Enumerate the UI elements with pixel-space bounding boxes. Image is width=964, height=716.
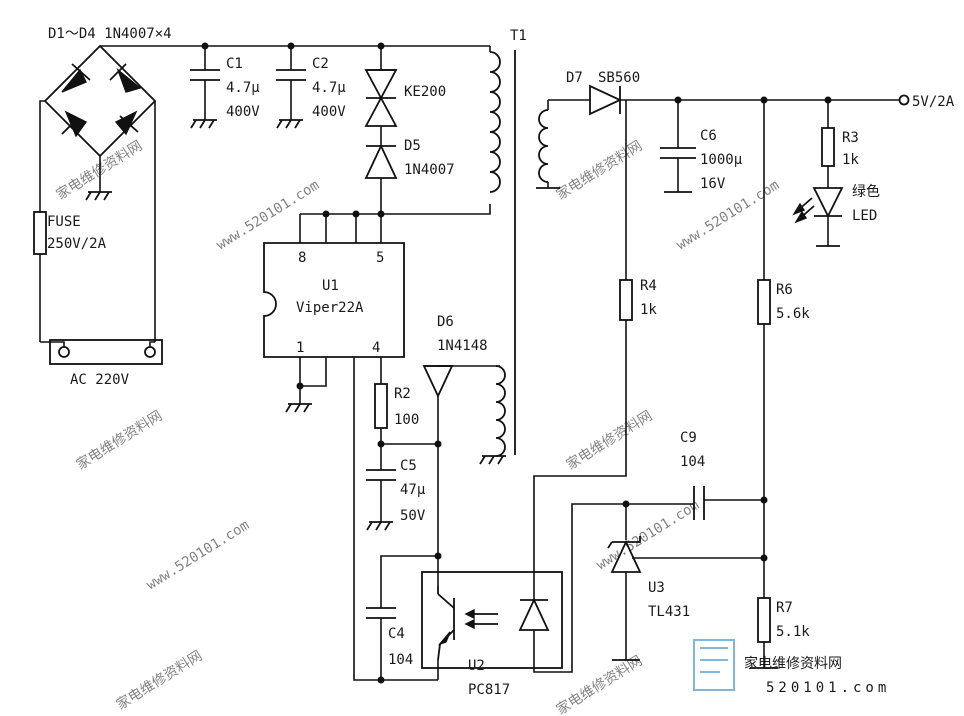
diode-d5 — [364, 143, 398, 214]
bridge-label: D1～D4 1N4007×4 — [48, 26, 172, 42]
r6-name: R6 — [776, 282, 793, 298]
u3-part: TL431 — [648, 604, 690, 620]
transformer-secondary — [536, 100, 560, 189]
resistor-r4 — [619, 279, 633, 321]
led-indicator — [792, 187, 844, 247]
ac-terminal — [49, 339, 163, 365]
d6-name: D6 — [437, 314, 454, 330]
logo-url: 520101.com — [766, 680, 890, 696]
r4-value: 1k — [640, 302, 657, 318]
resistor-r6 — [757, 279, 771, 325]
logo-text: 家电维修资料网 — [744, 655, 842, 672]
r6-value: 5.6k — [776, 306, 810, 322]
c2-voltage: 400V — [312, 104, 346, 120]
optocoupler-u2 — [421, 571, 563, 669]
watermark-text: www.520101.com — [144, 517, 253, 593]
led-name: LED — [852, 208, 877, 224]
r2-name: R2 — [394, 386, 411, 402]
capacitor-c6 — [660, 100, 696, 193]
ke200-label: KE200 — [404, 84, 446, 100]
u2-part: PC817 — [468, 682, 510, 698]
resistor-r7 — [757, 597, 771, 643]
bridge-rectifier — [43, 44, 157, 201]
c4-value: 104 — [388, 652, 413, 668]
led-color: 绿色 — [852, 183, 880, 200]
r3-name: R3 — [842, 130, 859, 146]
c4-name: C4 — [388, 626, 405, 642]
transformer-primary — [489, 46, 501, 193]
c9-name: C9 — [680, 430, 697, 446]
resistor-r3 — [821, 127, 835, 167]
site-logo: 家电维修资料网 520101.com — [693, 639, 890, 696]
watermark-text: www.520101.com — [214, 177, 323, 253]
u3-name: U3 — [648, 580, 665, 596]
d7-name: D7 — [566, 70, 583, 86]
c5-name: C5 — [400, 458, 417, 474]
output-label: 5V/2A — [912, 94, 955, 110]
r7-value: 5.1k — [776, 624, 810, 640]
u1-part: Viper22A — [296, 300, 364, 316]
watermark-text: 家电维修资料网 — [563, 407, 655, 473]
capacitor-c2 — [276, 46, 306, 129]
diode-d7 — [589, 84, 623, 116]
c6-voltage: 16V — [700, 176, 726, 192]
u1-pin8: 8 — [298, 250, 306, 266]
u1-pin1: 1 — [296, 340, 304, 356]
watermark-text: www.520101.com — [594, 497, 703, 573]
capacitor-c1 — [190, 46, 220, 129]
transformer-aux-winding — [479, 365, 506, 465]
fuse-label: FUSE — [47, 214, 81, 230]
watermark-text: 家电维修资料网 — [553, 652, 645, 716]
watermark-text: 家电维修资料网 — [73, 407, 165, 473]
watermark-text: 家电维修资料网 — [553, 137, 645, 203]
u1-pin5: 5 — [376, 250, 384, 266]
output-terminal — [898, 94, 910, 106]
r3-value: 1k — [842, 152, 859, 168]
c1-value: 4.7μ — [226, 80, 260, 96]
tvs-diode-ke200 — [364, 46, 398, 146]
u2-name: U2 — [468, 658, 485, 674]
c1-name: C1 — [226, 56, 243, 72]
c2-name: C2 — [312, 56, 329, 72]
r2-value: 100 — [394, 412, 419, 428]
u1-name: U1 — [322, 278, 339, 294]
c5-voltage: 50V — [400, 508, 426, 524]
ac-input-label: AC 220V — [70, 372, 130, 388]
fuse — [33, 211, 47, 255]
watermark-text: www.520101.com — [674, 177, 783, 253]
d7-part: SB560 — [598, 70, 640, 86]
diode-d6 — [422, 365, 500, 444]
d6-part: 1N4148 — [437, 338, 488, 354]
c6-value: 1000μ — [700, 152, 743, 168]
u1-pin4: 4 — [372, 340, 380, 356]
d5-part: 1N4007 — [404, 162, 455, 178]
capacitor-c9 — [626, 486, 764, 520]
r7-name: R7 — [776, 600, 793, 616]
d5-name: D5 — [404, 138, 421, 154]
shunt-regulator-u3 — [607, 504, 764, 661]
c6-name: C6 — [700, 128, 717, 144]
capacitor-c5 — [366, 444, 396, 531]
capacitor-c4 — [366, 607, 396, 680]
c9-value: 104 — [680, 454, 705, 470]
t1-label: T1 — [510, 28, 527, 44]
c5-value: 47μ — [400, 482, 426, 498]
c2-value: 4.7μ — [312, 80, 346, 96]
r4-name: R4 — [640, 278, 657, 294]
watermark-text: 家电维修资料网 — [113, 647, 205, 713]
fuse-rating: 250V/2A — [47, 236, 107, 252]
c1-voltage: 400V — [226, 104, 260, 120]
ic-u1-viper22a — [263, 242, 405, 358]
resistor-r2 — [374, 383, 388, 429]
